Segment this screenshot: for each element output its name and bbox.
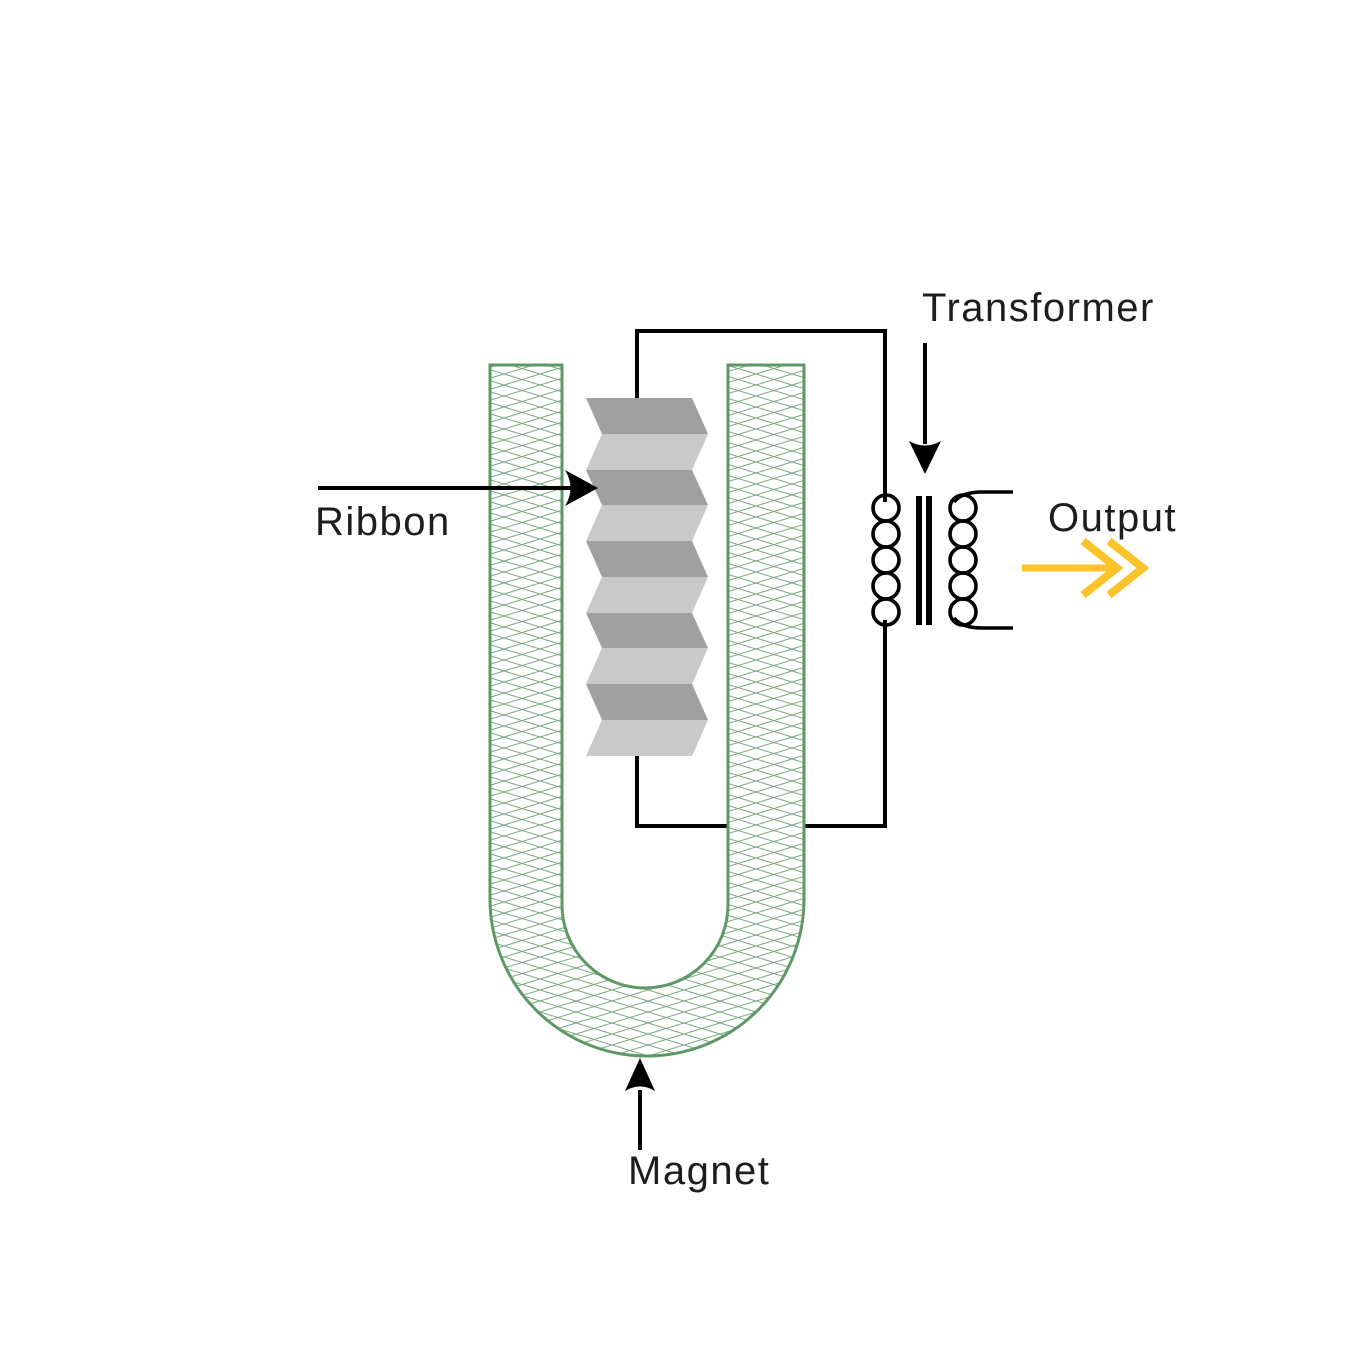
ribbon-element	[586, 398, 708, 756]
transformer-label: Transformer	[922, 286, 1155, 330]
coil-loop	[871, 519, 901, 549]
ribbon-pleat	[586, 434, 708, 470]
up-arrow-icon	[625, 1058, 655, 1091]
ribbon-label: Ribbon	[315, 500, 451, 544]
ribbon-pleat	[586, 648, 708, 684]
transformer-symbol	[871, 490, 1013, 630]
transformer-arrow	[909, 343, 941, 474]
ribbon-pleat	[586, 541, 708, 577]
ribbon-pleat	[586, 470, 708, 505]
ribbon-pleat	[586, 684, 708, 720]
secondary-top-lead	[952, 490, 1013, 504]
output-arrow-icon	[1022, 537, 1150, 599]
ribbon-pleat	[586, 720, 708, 756]
coil-loop	[948, 519, 978, 549]
output-label: Output	[1048, 496, 1178, 540]
coil-loop	[948, 493, 978, 523]
primary-coil	[871, 493, 901, 627]
ribbon-pleat	[586, 613, 708, 648]
right-arrow-icon	[565, 470, 598, 506]
ribbon-pleat	[586, 577, 708, 613]
ribbon-arrow	[318, 470, 598, 506]
coil-loop	[948, 545, 978, 575]
wire-ribbon-top-to-transformer	[635, 329, 887, 502]
coil-loop	[871, 571, 901, 601]
secondary-coil	[948, 490, 1013, 630]
magnet-arrow	[625, 1058, 655, 1150]
coil-loop	[948, 597, 978, 627]
down-arrow-icon	[909, 441, 941, 474]
ribbon-pleat	[586, 505, 708, 541]
chevron-right-icon	[1080, 537, 1124, 599]
transformer-core-bar	[916, 496, 922, 625]
transformer-core-bar	[926, 496, 932, 625]
secondary-bottom-lead	[952, 616, 1013, 630]
coil-loop	[871, 597, 901, 627]
magnet-label: Magnet	[628, 1149, 771, 1193]
coil-loop	[871, 545, 901, 575]
u-magnet	[488, 363, 806, 1058]
coil-loop	[948, 571, 978, 601]
chevron-right-icon	[1106, 537, 1150, 599]
ribbon-pleat	[586, 398, 708, 434]
